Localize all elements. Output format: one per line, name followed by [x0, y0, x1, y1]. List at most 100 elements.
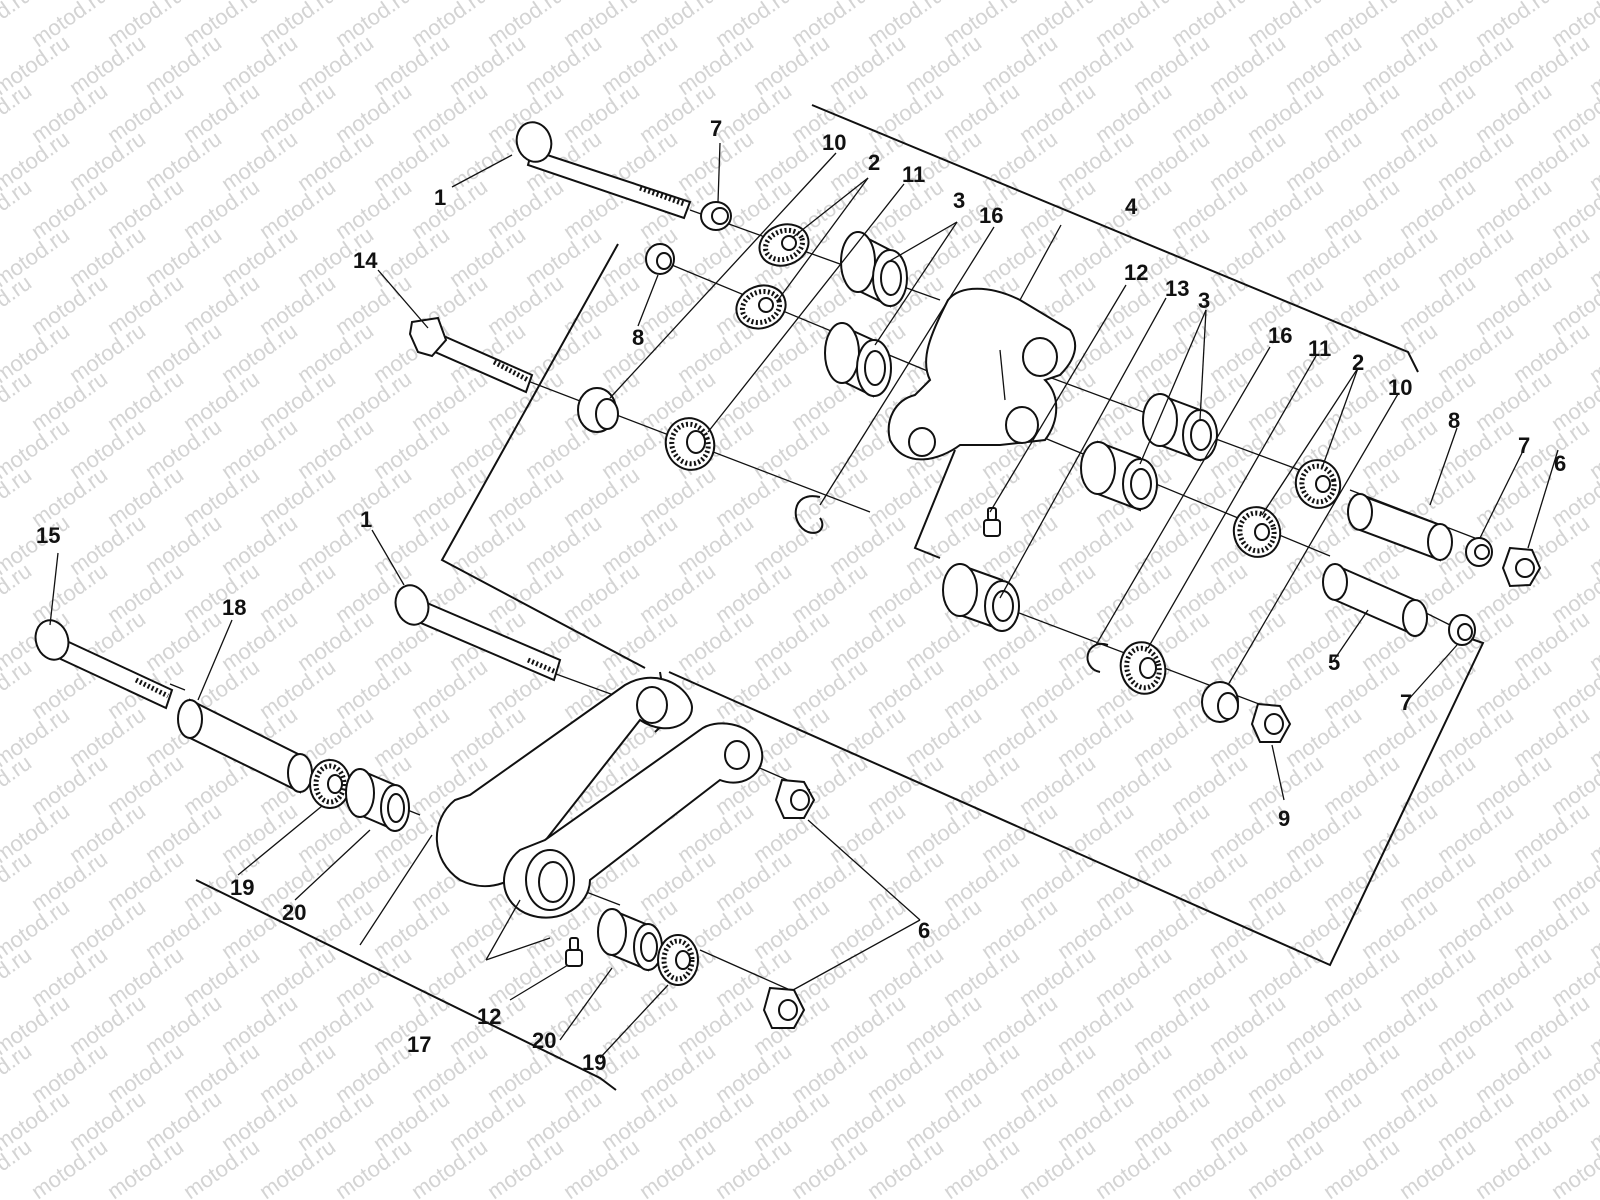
watermark-text: motod.ru [1053, 510, 1138, 580]
watermark-text: motod.ru [1395, 174, 1480, 244]
watermark-text: motod.ru [1471, 654, 1556, 724]
watermark-text: motod.ru [1129, 510, 1214, 580]
bushing-3-right-upper [1142, 393, 1218, 462]
watermark-text: motod.ru [673, 510, 758, 580]
watermark-text: motod.ru [673, 222, 758, 292]
label-11-top: 11 [902, 162, 925, 187]
watermark-text: motod.ru [1015, 750, 1100, 820]
watermark-text: motod.ru [1357, 222, 1442, 292]
watermark-text: motod.ru [1205, 990, 1290, 1060]
watermark-text: motod.ru [977, 798, 1062, 868]
watermark-text: motod.ru [293, 1086, 378, 1156]
seal-11-left [664, 417, 716, 471]
watermark-text: motod.ru [1205, 30, 1290, 100]
label-8-top: 8 [632, 325, 644, 350]
watermark-text: motod.ru [977, 30, 1062, 100]
watermark-text: motod.ru [217, 318, 302, 388]
label-1-top: 1 [434, 185, 446, 210]
watermark-text: motod.ru [1471, 942, 1556, 1012]
watermark-text: motod.ru [1205, 222, 1290, 292]
watermark-text: motod.ru [369, 30, 454, 100]
watermark-text: motod.ru [65, 222, 150, 292]
watermark-text: motod.ru [1509, 990, 1594, 1060]
watermark-text: motod.ru [255, 654, 340, 724]
watermark-text: motod.ru [635, 558, 720, 628]
watermark-text: motod.ru [141, 414, 226, 484]
watermark-text: motod.ru [103, 78, 188, 148]
watermark-text: motod.ru [103, 462, 188, 532]
nut-9 [1250, 702, 1292, 743]
watermark-text: motod.ru [0, 366, 36, 436]
watermark-text: motod.ru [331, 78, 416, 148]
watermark-text: motod.ru [1015, 78, 1100, 148]
watermark-text: motod.ru [1053, 1086, 1138, 1156]
watermark-text: motod.ru [483, 462, 568, 532]
watermark-text: motod.ru [1509, 126, 1594, 196]
watermark-text: motod.ru [483, 270, 568, 340]
watermark-text: motod.ru [1471, 750, 1556, 820]
watermark-text: motod.ru [1395, 846, 1480, 916]
watermark-text: motod.ru [445, 510, 530, 580]
part-labels: 1 7 10 2 11 3 16 4 14 8 12 13 3 16 11 2 … [36, 116, 1566, 1075]
watermark-text: motod.ru [1167, 174, 1252, 244]
watermark-text: motod.ru [939, 846, 1024, 916]
watermark-text: motod.ru [483, 558, 568, 628]
watermark-text: motod.ru [1015, 558, 1100, 628]
watermark-text: motod.ru [255, 366, 340, 436]
bracket-assembly-17 [195, 879, 617, 1091]
watermark-text: motod.ru [825, 510, 910, 580]
watermark-text: motod.ru [407, 174, 492, 244]
bushing-20-left [345, 768, 410, 832]
watermark-text: motod.ru [293, 30, 378, 100]
label-14: 14 [353, 248, 378, 273]
label-10-top: 10 [822, 130, 846, 155]
label-7-lower-right: 7 [1400, 690, 1412, 715]
watermark-text: motod.ru [1091, 78, 1176, 148]
watermark-text: motod.ru [1509, 1086, 1594, 1156]
label-16-right: 16 [1268, 323, 1292, 348]
watermark-text: motod.ru [369, 222, 454, 292]
linkage-17-body [435, 676, 764, 919]
watermark-text: motod.ru [1509, 606, 1594, 676]
outline-mid [913, 449, 956, 559]
watermark-text: motod.ru [977, 894, 1062, 964]
watermark-text: motod.ru [1129, 1086, 1214, 1156]
watermark-text: motod.ru [255, 558, 340, 628]
watermark-text: motod.ru [1319, 1038, 1404, 1108]
watermark-text: motod.ru [65, 990, 150, 1060]
callout-leaders [49, 142, 1559, 1059]
label-12-lower: 12 [477, 1004, 501, 1029]
watermark-text: motod.ru [255, 462, 340, 532]
label-3-right: 3 [1198, 288, 1210, 313]
watermark-text: motod.ru [0, 270, 36, 340]
watermark-text: motod.ru [255, 270, 340, 340]
label-12-top: 12 [1124, 260, 1148, 285]
watermark-text: motod.ru [331, 462, 416, 532]
watermark-text: motod.ru [1471, 846, 1556, 916]
watermark-text: motod.ru [0, 0, 36, 52]
watermark-text: motod.ru [1395, 750, 1480, 820]
watermark-text: motod.ru [217, 30, 302, 100]
watermark-text: motod.ru [1091, 1038, 1176, 1108]
watermark-text: motod.ru [901, 798, 986, 868]
label-11-right: 11 [1308, 336, 1331, 361]
label-20-lower: 20 [532, 1028, 556, 1053]
watermark-text: motod.ru [1015, 942, 1100, 1012]
watermark-text: motod.ru [977, 1086, 1062, 1156]
watermark-text: motod.ru [141, 126, 226, 196]
watermark-text: motod.ru [825, 702, 910, 772]
watermark-text: motod.ru [977, 222, 1062, 292]
watermark-text: motod.ru [901, 990, 986, 1060]
watermark-text: motod.ru [1357, 1086, 1442, 1156]
watermark-text: motod.ru [1243, 1038, 1328, 1108]
outline-left [440, 243, 646, 669]
watermark-text: motod.ru [1319, 750, 1404, 820]
watermark-text: motod.ru [635, 846, 720, 916]
watermark-text: motod.ru [1319, 942, 1404, 1012]
washer-10-left [577, 387, 619, 433]
watermark-text: motod.ru [1281, 798, 1366, 868]
watermark-text: motod.ru [1357, 894, 1442, 964]
watermark-text: motod.ru [1167, 942, 1252, 1012]
watermark-text: motod.ru [331, 270, 416, 340]
